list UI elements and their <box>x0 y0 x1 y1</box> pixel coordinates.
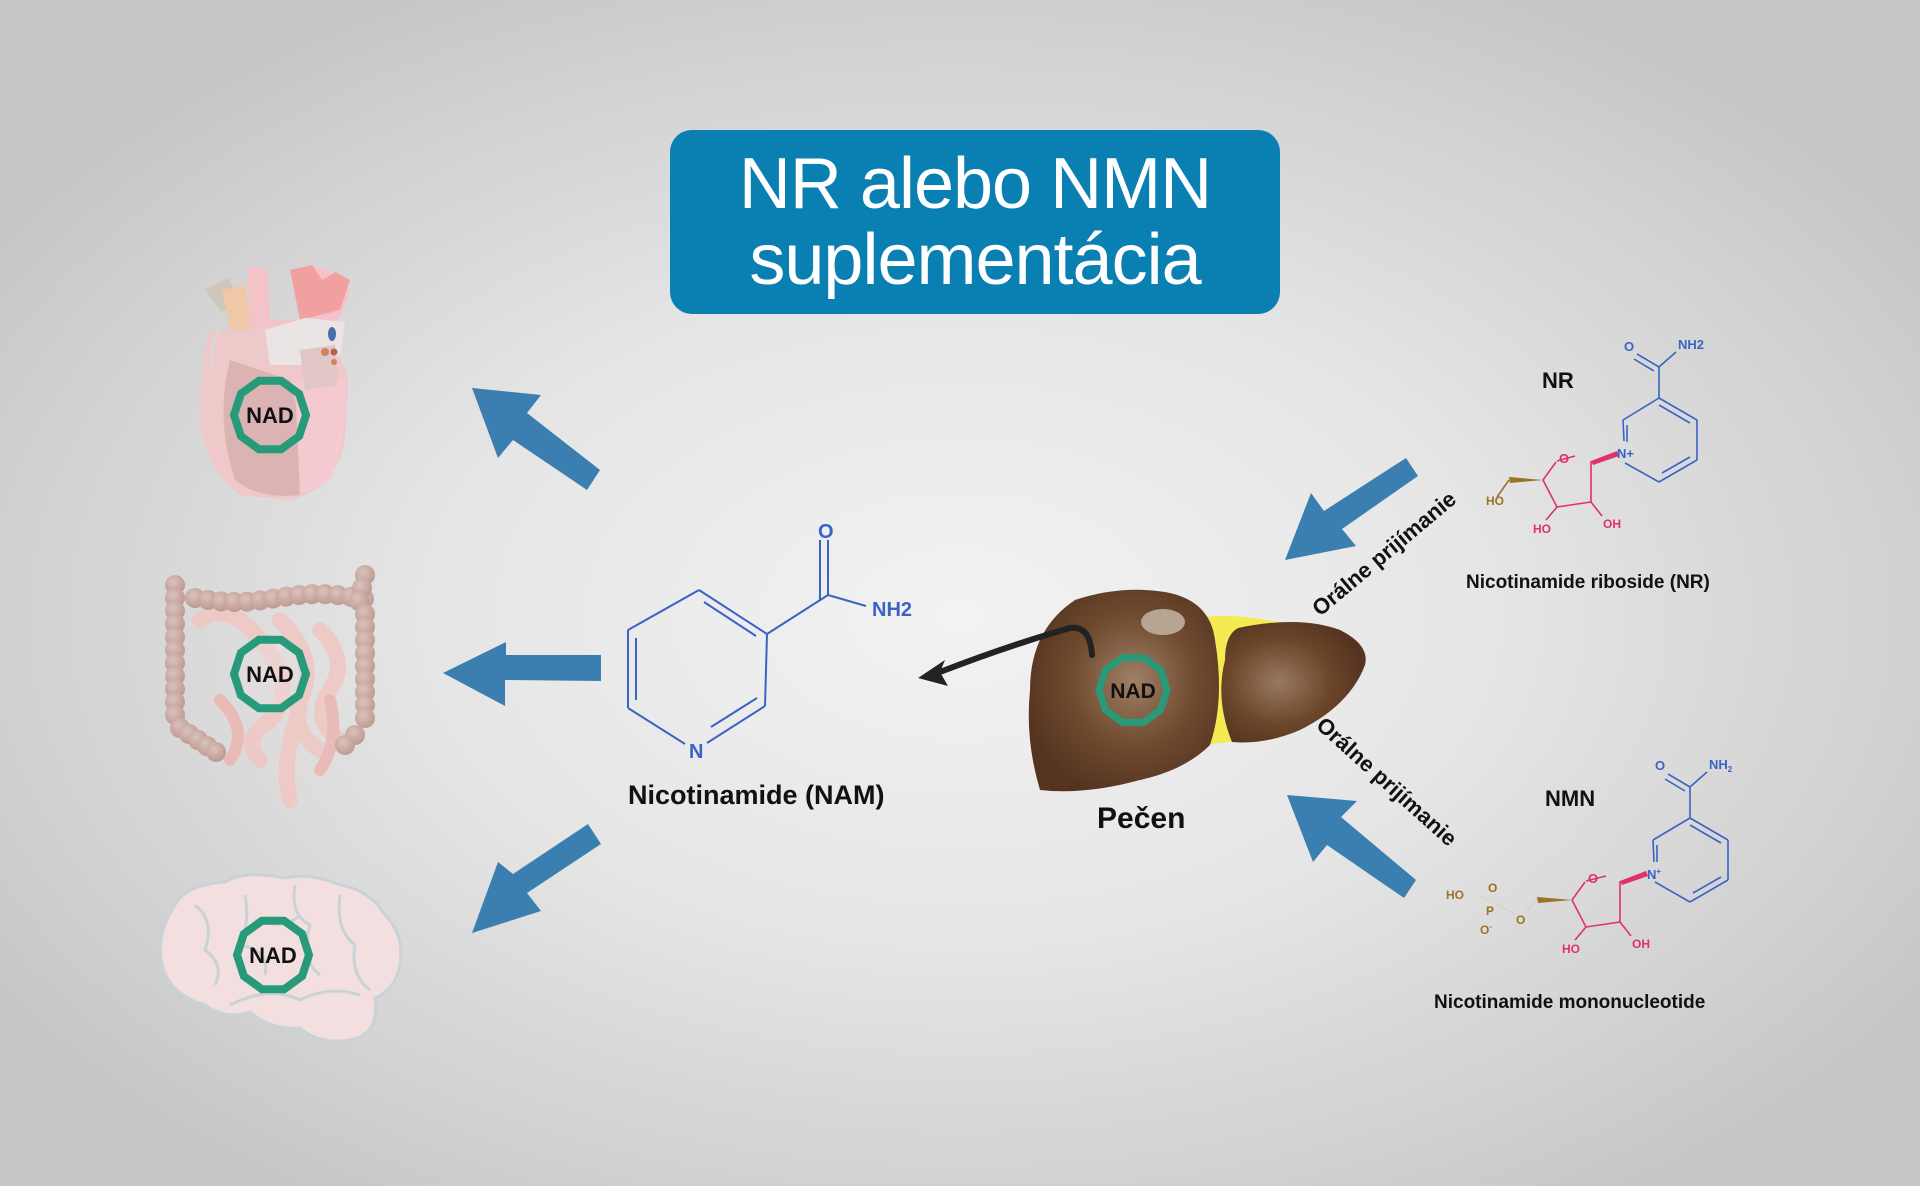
nmn-atom-ring-o: O <box>1588 871 1598 886</box>
nad-badge-brain: NAD <box>232 916 314 994</box>
nr-short-label: NR <box>1542 368 1574 393</box>
nad-badge-liver: NAD <box>1095 654 1171 726</box>
nr-atom-n-plus: N+ <box>1617 446 1634 461</box>
intestine-illustration <box>165 565 375 808</box>
nad-badge-intestine: NAD <box>229 635 311 713</box>
nr-atom-oh: OH <box>1603 517 1621 531</box>
nr-structure <box>1496 351 1698 521</box>
nam-atom-n: N <box>689 741 703 763</box>
nr-atom-nh2: NH2 <box>1678 337 1704 352</box>
nad-label-brain: NAD <box>249 943 297 968</box>
title-line-1: NR alebo NMN <box>738 144 1212 224</box>
nmn-atom-o: O <box>1655 758 1665 773</box>
nmn-structure <box>1477 771 1729 941</box>
colon-segment <box>355 708 375 728</box>
nmn-phosphate-o: O <box>1488 881 1497 895</box>
nmn-phosphate-o-minus: O- <box>1480 922 1492 937</box>
nmn-link-o: O <box>1516 913 1525 927</box>
nicotinamide-structure <box>627 540 867 745</box>
nmn-atom-nh2-subscript: 2 <box>1728 765 1733 774</box>
nmn-phosphate-ho: HO <box>1446 888 1464 902</box>
nad-badge-heart: NAD <box>229 376 311 454</box>
nmn-phosphate-p: P <box>1486 904 1494 918</box>
arrow-to-brain <box>472 824 601 933</box>
colon-segment <box>206 742 226 762</box>
arrow-from-nr <box>1285 458 1418 560</box>
nmn-atom-n: N <box>1647 867 1656 882</box>
nad-label-heart: NAD <box>246 403 294 428</box>
colon-segment <box>335 735 355 755</box>
oral-intake-label-top: Orálne prijímanie <box>1307 486 1461 621</box>
nad-export-arrowhead <box>918 660 948 686</box>
nad-label-liver: NAD <box>1110 680 1156 703</box>
nam-label: Nicotinamide (NAM) <box>628 780 885 810</box>
nr-full-label: Nicotinamide riboside (NR) <box>1466 572 1710 593</box>
nad-label-intestine: NAD <box>246 662 294 687</box>
nmn-atom-ho: HO <box>1562 942 1580 956</box>
nr-atom-ho-2: HO <box>1533 522 1551 536</box>
nam-atom-nh2: NH2 <box>872 599 912 621</box>
brain-illustration <box>158 873 403 1043</box>
title-line-2: suplementácia <box>749 220 1201 300</box>
nmn-phosphate-o-atom: O <box>1480 923 1489 937</box>
arrow-to-intestine <box>443 642 601 706</box>
nmn-full-label: Nicotinamide mononucleotide <box>1434 992 1706 1013</box>
title-banner: NR alebo NMN suplementácia <box>670 130 1280 314</box>
nmn-atom-nh2: NH2 <box>1709 757 1733 774</box>
liver-label: Pečen <box>1097 802 1186 835</box>
heart-illustration <box>200 265 350 500</box>
nam-atom-o: O <box>818 521 834 543</box>
nad-export-arrow <box>937 624 1095 675</box>
arrow-to-heart <box>472 388 600 490</box>
nmn-atom-oh: OH <box>1632 937 1650 951</box>
liver-illustration <box>1028 589 1366 792</box>
nmn-phosphate-minus: - <box>1489 922 1492 931</box>
arrow-from-nmn <box>1287 795 1416 898</box>
nmn-atom-n-superscript: + <box>1656 867 1661 876</box>
nr-atom-o: O <box>1624 339 1634 354</box>
nr-atom-ring-o: O <box>1559 451 1569 466</box>
nmn-atom-n-plus: N+ <box>1647 867 1661 882</box>
nmn-atom-nh: NH <box>1709 757 1728 772</box>
nmn-short-label: NMN <box>1545 786 1596 811</box>
nr-atom-ho-1: HO <box>1486 494 1504 508</box>
